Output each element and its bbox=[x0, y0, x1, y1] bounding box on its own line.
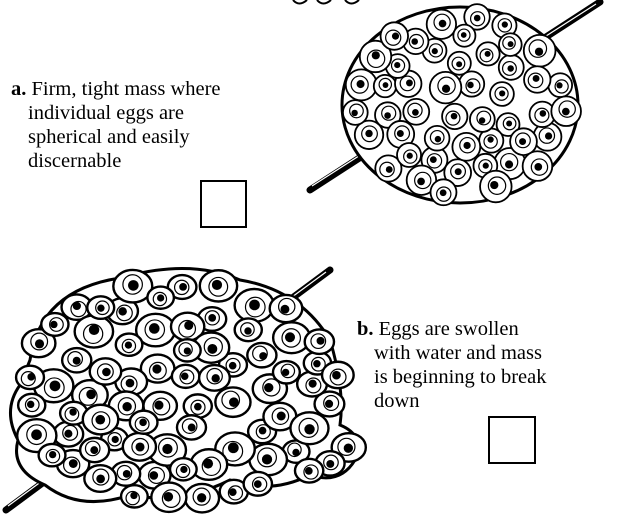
egg bbox=[551, 96, 581, 126]
option-b-line-2: with water and mass bbox=[357, 341, 547, 365]
egg bbox=[172, 365, 200, 388]
egg bbox=[235, 318, 262, 341]
egg bbox=[374, 75, 396, 97]
egg bbox=[185, 484, 219, 512]
option-b-checkbox[interactable] bbox=[488, 416, 536, 464]
egg bbox=[170, 458, 197, 480]
egg bbox=[53, 422, 83, 447]
option-b-line-4: down bbox=[357, 389, 547, 413]
egg bbox=[18, 394, 45, 417]
egg bbox=[397, 143, 421, 167]
egg bbox=[151, 483, 186, 512]
option-a-caption: a. Firm, tight mass where individual egg… bbox=[11, 77, 221, 173]
egg bbox=[295, 459, 323, 483]
egg bbox=[470, 107, 495, 132]
egg bbox=[215, 387, 250, 416]
egg bbox=[453, 25, 475, 47]
egg bbox=[41, 313, 68, 336]
egg bbox=[442, 104, 467, 129]
egg bbox=[480, 171, 512, 203]
egg bbox=[177, 415, 206, 439]
option-b-caption: b. Eggs are swollen with water and mass … bbox=[357, 317, 547, 413]
egg bbox=[459, 71, 484, 96]
egg bbox=[381, 22, 409, 50]
egg bbox=[16, 366, 44, 389]
option-a-line-4: discernable bbox=[11, 149, 221, 173]
compact-egg-mass-on-stick-icon bbox=[300, 0, 605, 215]
option-b-line-3: is beginning to break bbox=[357, 365, 547, 389]
option-a-checkbox[interactable] bbox=[200, 180, 247, 228]
egg bbox=[343, 100, 368, 125]
egg bbox=[290, 412, 328, 444]
option-a-line-2: individual eggs are bbox=[11, 101, 221, 125]
egg bbox=[62, 348, 91, 372]
egg bbox=[425, 126, 450, 151]
egg bbox=[524, 35, 556, 67]
egg bbox=[548, 73, 572, 97]
egg bbox=[403, 99, 429, 125]
egg bbox=[523, 151, 553, 181]
option-a-letter: a. bbox=[11, 78, 26, 100]
egg bbox=[322, 362, 354, 388]
egg bbox=[247, 343, 276, 367]
egg bbox=[430, 72, 462, 104]
egg bbox=[235, 289, 274, 322]
egg bbox=[452, 133, 480, 161]
egg bbox=[273, 361, 300, 383]
egg bbox=[244, 472, 272, 496]
egg bbox=[476, 42, 499, 65]
egg bbox=[84, 465, 116, 492]
egg bbox=[499, 33, 522, 56]
egg bbox=[431, 179, 457, 205]
egg bbox=[75, 315, 113, 347]
egg bbox=[174, 339, 201, 361]
egg bbox=[116, 334, 143, 356]
egg bbox=[39, 444, 66, 466]
egg bbox=[80, 438, 109, 462]
egg bbox=[147, 287, 174, 309]
egg bbox=[87, 296, 114, 319]
egg bbox=[90, 358, 121, 384]
option-a-line-3: spherical and easily bbox=[11, 125, 221, 149]
egg bbox=[130, 411, 158, 434]
egg bbox=[270, 295, 303, 322]
egg bbox=[346, 69, 377, 100]
swollen-egg-mass-on-stick-icon bbox=[0, 250, 375, 519]
egg bbox=[123, 433, 156, 461]
egg bbox=[524, 66, 550, 92]
egg bbox=[200, 270, 237, 301]
egg bbox=[199, 365, 230, 391]
egg bbox=[121, 485, 148, 507]
egg bbox=[427, 10, 456, 39]
egg bbox=[490, 82, 514, 106]
option-a-line-1: a. Firm, tight mass where bbox=[11, 77, 221, 101]
egg bbox=[305, 329, 334, 354]
egg bbox=[83, 405, 118, 435]
option-b-line-1: b. Eggs are swollen bbox=[357, 317, 547, 341]
egg bbox=[499, 55, 524, 80]
